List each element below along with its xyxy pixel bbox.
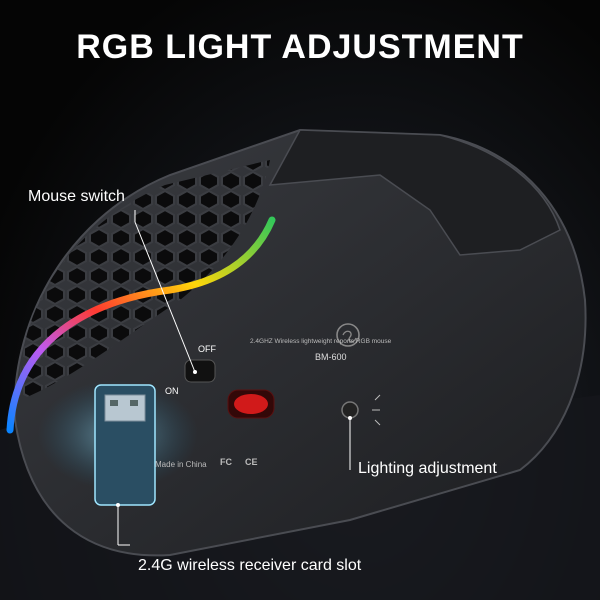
lighting-adjustment-callout: Lighting adjustment [358, 460, 497, 477]
optical-sensor [234, 394, 268, 414]
fc-mark: FC [220, 457, 232, 467]
lighting-button [341, 401, 359, 419]
rgb-light-strip [6, 216, 276, 434]
mouse-switch [184, 359, 216, 383]
brand-logo [336, 323, 360, 347]
wireless-note: 2.4GHZ Wireless lightweight reports RGB … [250, 338, 392, 345]
made-in-label: Made in China [155, 460, 207, 469]
mouse-switch-callout: Mouse switch [28, 188, 125, 205]
switch-off-label: OFF [198, 344, 216, 354]
receiver-slot-callout: 2.4G wireless receiver card slot [138, 557, 362, 574]
mouse-rear-shell [268, 129, 561, 256]
page-title: RGB LIGHT ADJUSTMENT [76, 28, 524, 66]
light-icon [372, 394, 381, 426]
honeycomb-shell [19, 160, 271, 400]
ce-mark: CE [245, 457, 258, 467]
switch-on-label: ON [165, 386, 179, 396]
model-label: BM-600 [315, 352, 347, 362]
